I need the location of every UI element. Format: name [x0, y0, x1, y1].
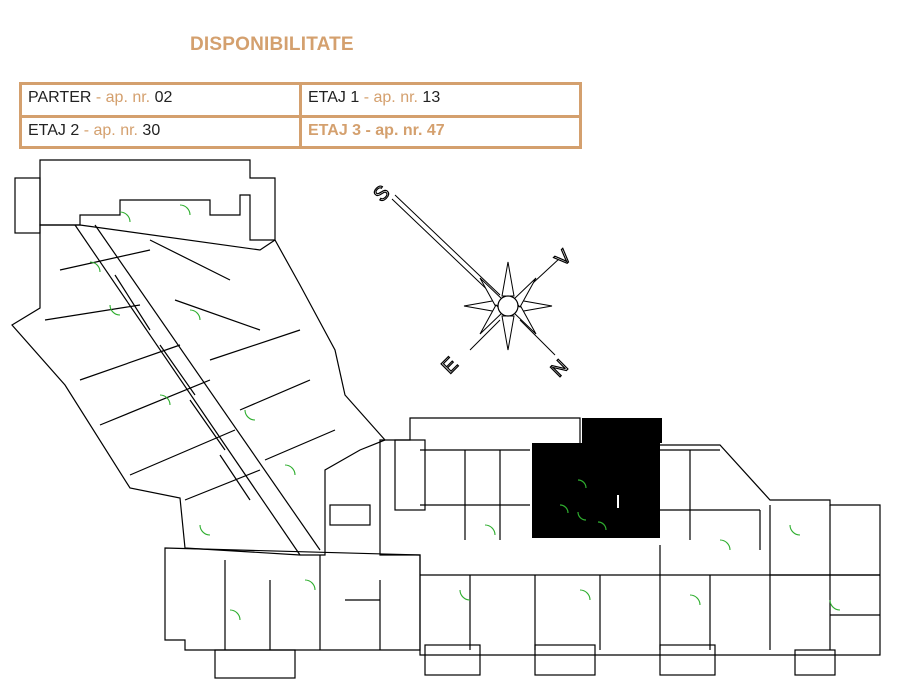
balcony-left: [14, 177, 41, 234]
wall-outline-south-block: [164, 547, 421, 651]
inner-wall: [44, 249, 261, 501]
door-icon: [719, 539, 731, 551]
inner-wall: [420, 449, 530, 540]
door-icon: [484, 524, 496, 536]
door-icon: [284, 464, 296, 476]
apartment-prefix: - ap. nr.: [361, 122, 427, 139]
door-icon: [789, 524, 801, 536]
inner-wall: [769, 505, 880, 650]
compass-west-label: V: [551, 245, 576, 270]
door-icon: [119, 211, 131, 223]
wall-outline-north-block: [39, 159, 276, 241]
inner-wall: [114, 274, 251, 501]
door-icon: [189, 309, 201, 321]
door-icon: [199, 524, 211, 536]
balcony-east: [329, 504, 371, 526]
inner-wall: [420, 545, 880, 650]
door-icon: [459, 589, 471, 601]
compass-rose: S V E N: [369, 181, 577, 382]
balcony-south: [424, 644, 481, 676]
selected-apartment-fill: [582, 418, 662, 443]
door-icon: [689, 594, 701, 606]
door-icon: [229, 609, 241, 621]
door-icon: [244, 409, 256, 421]
selected-apartment-fill: [532, 443, 660, 538]
balcony-south: [214, 649, 296, 679]
balcony-east: [394, 439, 426, 511]
balcony-south: [659, 644, 716, 676]
level-label: PARTER: [28, 89, 92, 106]
level-label: ETAJ 2: [28, 122, 80, 139]
level-label: ETAJ 1: [308, 89, 360, 106]
apartment-number: 13: [422, 89, 441, 106]
apartment-number: 02: [154, 89, 173, 106]
compass-south-label: S: [369, 181, 394, 206]
apartment-prefix: - ap. nr.: [79, 122, 143, 139]
door-icon: [559, 504, 569, 514]
wall-outline-diagonal-wing: [11, 224, 387, 556]
inner-wall: [660, 449, 761, 550]
inner-wall: [224, 555, 381, 650]
door-icon: [89, 261, 101, 273]
balcony-south: [534, 644, 596, 676]
compass-north-label: N: [547, 356, 573, 382]
door-icon: [109, 304, 121, 316]
page-title: DISPONIBILITATE: [190, 34, 354, 55]
door-icon: [577, 479, 587, 489]
availability-table: PARTER - ap. nr. 02 ETAJ 1 - ap. nr. 13 …: [19, 82, 582, 149]
availability-cell-parter[interactable]: PARTER - ap. nr. 02: [22, 85, 302, 115]
level-label: ETAJ 3: [308, 122, 362, 139]
corridor-wall-b: [94, 224, 321, 551]
door-icon: [577, 511, 587, 521]
availability-cell-etaj-1[interactable]: ETAJ 1 - ap. nr. 13: [302, 85, 579, 115]
selected-apartment[interactable]: [532, 418, 662, 538]
door-icon: [829, 599, 841, 611]
availability-row: PARTER - ap. nr. 02 ETAJ 1 - ap. nr. 13: [22, 85, 579, 115]
building-walls: [11, 159, 881, 679]
apartment-prefix: - ap. nr.: [91, 89, 155, 106]
availability-cell-etaj-2[interactable]: ETAJ 2 - ap. nr. 30: [22, 118, 302, 148]
availability-row: ETAJ 2 - ap. nr. 30 ETAJ 3 - ap. nr. 47: [22, 115, 579, 148]
compass-east-label: E: [438, 353, 463, 378]
door-icon: [579, 589, 591, 601]
door-swings: [89, 204, 841, 621]
door-icon: [179, 204, 191, 216]
apartment-number: 47: [426, 122, 445, 139]
door-icon: [597, 521, 607, 531]
availability-cell-etaj-3[interactable]: ETAJ 3 - ap. nr. 47: [302, 118, 579, 148]
apartment-prefix: - ap. nr.: [359, 89, 423, 106]
inner-wall: [149, 239, 336, 461]
door-icon: [304, 579, 316, 591]
balcony-south: [794, 649, 836, 676]
corridor-wall-a: [74, 224, 301, 556]
apartment-number: 30: [142, 122, 161, 139]
door-icon: [159, 394, 171, 406]
